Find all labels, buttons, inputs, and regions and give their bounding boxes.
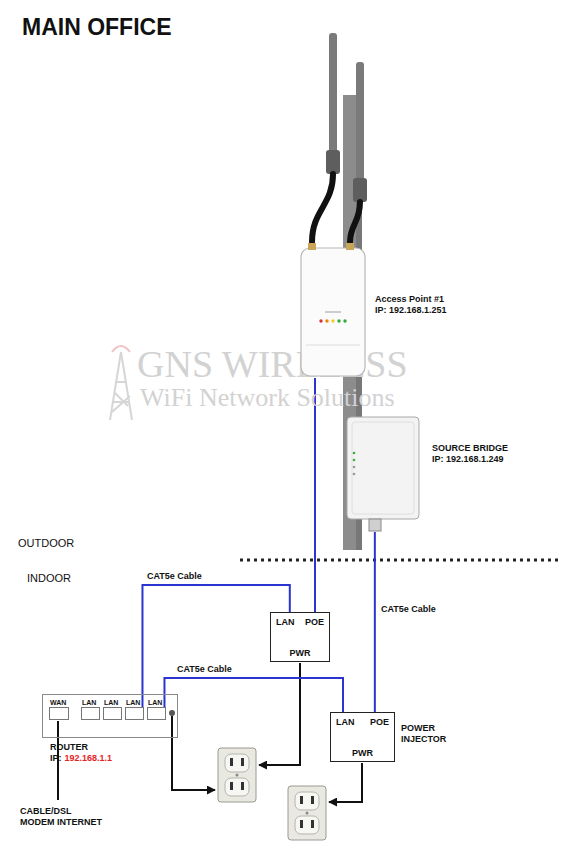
- router-box: ROUTERIP:192.168.1.1WANLANLANLANLAN: [42, 694, 178, 738]
- network-port: WAN: [49, 707, 69, 720]
- wall-outlet: [230, 782, 233, 790]
- cable-label: CAT5e Cable: [380, 604, 437, 615]
- bridge-part: [353, 459, 356, 462]
- network-port: LAN: [147, 707, 166, 720]
- port-label: PWR: [331, 748, 394, 759]
- ap-part: [331, 319, 334, 322]
- power-cord: [172, 716, 215, 790]
- router-power-jack: [169, 710, 175, 716]
- poe-adapter: LAN POE PWR: [270, 612, 330, 662]
- zone-label: INDOOR: [27, 572, 71, 585]
- bridge-part: [353, 473, 356, 476]
- ap-part: [337, 319, 340, 322]
- ap-part: [325, 311, 341, 313]
- antenna: [326, 150, 340, 174]
- wall-outlet: [300, 796, 303, 804]
- port-label: LAN: [82, 698, 96, 707]
- device-label: IP: 192.168.1.249: [432, 454, 504, 465]
- port-label: LAN: [276, 617, 295, 628]
- device-label: IP: 192.168.1.251: [375, 305, 447, 316]
- bridge-part: [353, 452, 356, 455]
- watermark: WiFi Network Solutions: [140, 384, 395, 412]
- port-label: WAN: [50, 698, 66, 707]
- network-port: LAN: [103, 707, 122, 720]
- bridge-part: [353, 466, 356, 469]
- device-label: SOURCE BRIDGE: [432, 443, 508, 454]
- antenna-cable: [312, 174, 333, 242]
- antenna: [329, 33, 337, 155]
- device-label: Access Point #1: [375, 294, 444, 305]
- modem-label: CABLE/DSL MODEM INTERNET: [20, 806, 108, 828]
- power-cord: [329, 763, 362, 802]
- bridge-outline: [345, 415, 421, 532]
- zone-label: OUTDOOR: [18, 537, 74, 550]
- wall-outlet: [225, 754, 249, 772]
- ap-part: [306, 345, 360, 346]
- ap-part: [301, 248, 365, 376]
- wall-outlet: [300, 820, 303, 828]
- bridge-part: [347, 417, 419, 519]
- wall-outlet: [306, 812, 309, 815]
- diagram-title: MAIN OFFICE: [22, 14, 172, 40]
- ap-part: [346, 243, 354, 250]
- power-injector: LANPOEPWRPOWER INJECTOR: [330, 712, 395, 762]
- bridge-part: [352, 422, 414, 514]
- wall-outlet: [225, 778, 249, 796]
- cable-label: CAT5e Cable: [146, 571, 203, 582]
- port-label: LAN: [148, 698, 162, 707]
- cat5e-cable: [164, 678, 343, 712]
- ap-part: [343, 319, 346, 322]
- wall-outlet: [241, 782, 244, 790]
- watermark-tower: [112, 346, 130, 352]
- device-label: IP:: [50, 753, 62, 764]
- wall-outlet: [295, 816, 319, 834]
- cat5e-cable: [374, 532, 376, 712]
- ap-part: [308, 243, 316, 250]
- bridge-device: SOURCE BRIDGEIP: 192.168.1.249: [345, 415, 421, 532]
- device-label: ROUTER: [50, 742, 88, 753]
- wall-outlet: [311, 820, 314, 828]
- port-label: LAN: [104, 698, 118, 707]
- port-label: LAN: [126, 698, 140, 707]
- access-point: Access Point #1IP: 192.168.1.251: [298, 243, 368, 378]
- bridge-part: [369, 519, 381, 531]
- port-label: PWR: [271, 648, 329, 659]
- port-label: LAN: [336, 717, 355, 728]
- wall-outlet: [218, 748, 256, 802]
- wall-outlet: [241, 758, 244, 766]
- port-label: POE: [370, 717, 389, 728]
- port-label: POE: [305, 617, 324, 628]
- wall-outlet: [295, 792, 319, 810]
- wall-outlet: [288, 786, 326, 840]
- watermark-tower: [110, 346, 132, 420]
- outdoor-indoor-divider: [240, 559, 562, 562]
- cable-label: CAT5e Cable: [176, 664, 233, 675]
- wall-outlet: [236, 774, 239, 777]
- wall-outlet: [218, 748, 256, 802]
- network-port: LAN: [81, 707, 100, 720]
- network-port: LAN: [125, 707, 144, 720]
- watermark-tower: [110, 352, 132, 420]
- ap-part: [325, 319, 328, 322]
- wall-outlet: [230, 758, 233, 766]
- antenna: [356, 62, 364, 184]
- ap-outline: [298, 243, 368, 378]
- antenna-cable: [312, 174, 360, 242]
- watermark: GNS WIRELESS: [137, 344, 408, 384]
- ap-part: [319, 319, 322, 322]
- device-label: POWER INJECTOR: [401, 723, 453, 745]
- antenna-cable: [350, 202, 360, 242]
- device-label: 192.168.1.1: [65, 753, 113, 764]
- wall-outlet: [311, 796, 314, 804]
- cat5e-cable: [314, 378, 316, 612]
- antenna: [353, 178, 367, 202]
- wall-outlet: [288, 786, 326, 840]
